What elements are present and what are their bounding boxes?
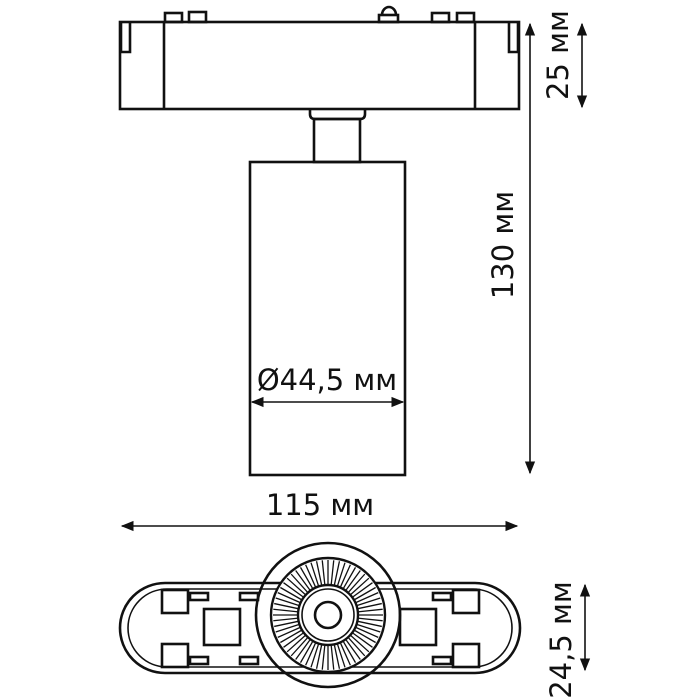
fin-line [321, 560, 326, 585]
diameter-label: Ø44,5 мм [257, 363, 397, 397]
bottom-view [118, 541, 522, 689]
height-total-label: 130 мм [486, 191, 520, 299]
fin-line [357, 597, 381, 607]
fin-line [336, 562, 346, 586]
fin-line [283, 582, 304, 598]
fin-line [299, 641, 314, 663]
fin-line [348, 573, 366, 593]
fin-line [295, 639, 311, 660]
fin-line [358, 602, 382, 610]
bottom-width-label: 24,5 мм [544, 581, 578, 699]
fin-line [275, 597, 299, 607]
fin-line [277, 627, 300, 638]
fin-line [295, 570, 311, 591]
fin-line [283, 632, 304, 648]
fin-line [315, 561, 323, 585]
fin-line [340, 564, 351, 587]
fin-line [352, 632, 373, 648]
fin-line [286, 577, 306, 595]
fin-line [342, 567, 357, 589]
fin-line [354, 586, 376, 601]
fin-line [330, 645, 335, 670]
fin-line [310, 644, 320, 668]
fin-line [273, 608, 298, 613]
fin-line [350, 577, 370, 595]
fin-line [277, 592, 300, 603]
fin-line [290, 637, 308, 657]
lens-fins [273, 560, 383, 670]
fin-line [336, 644, 346, 668]
fin-line [274, 602, 298, 610]
lamp-cylinder [248, 160, 407, 477]
fin-line [315, 645, 323, 669]
fin-line [273, 617, 298, 622]
fin-line [333, 645, 341, 669]
track-adapter-side-view [118, 5, 521, 111]
fin-line [357, 623, 381, 633]
length-label: 115 мм [266, 488, 374, 522]
fin-line [342, 641, 357, 663]
fin-line [358, 608, 383, 613]
fin-line [321, 645, 326, 670]
fin-line [345, 639, 361, 660]
fin-line [348, 637, 366, 657]
fin-line [352, 582, 373, 598]
fin-line [275, 623, 299, 633]
fin-line [358, 617, 383, 622]
fin-line [310, 562, 320, 586]
height-track-label: 25 мм [541, 10, 575, 100]
fin-line [299, 567, 314, 589]
fin-line [305, 564, 316, 587]
fin-line [333, 561, 341, 585]
fin-line [350, 635, 370, 653]
fin-line [290, 573, 308, 593]
fin-line [345, 570, 361, 591]
fin-line [358, 620, 382, 628]
fin-line [274, 620, 298, 628]
fin-line [330, 560, 335, 585]
fin-line [340, 643, 351, 666]
fin-line [286, 635, 306, 653]
fin-line [356, 592, 379, 603]
fin-line [354, 629, 376, 644]
fin-line [356, 627, 379, 638]
fin-line [280, 629, 302, 644]
neck-joint [308, 109, 367, 164]
fin-line [305, 643, 316, 666]
fin-line [280, 586, 302, 601]
